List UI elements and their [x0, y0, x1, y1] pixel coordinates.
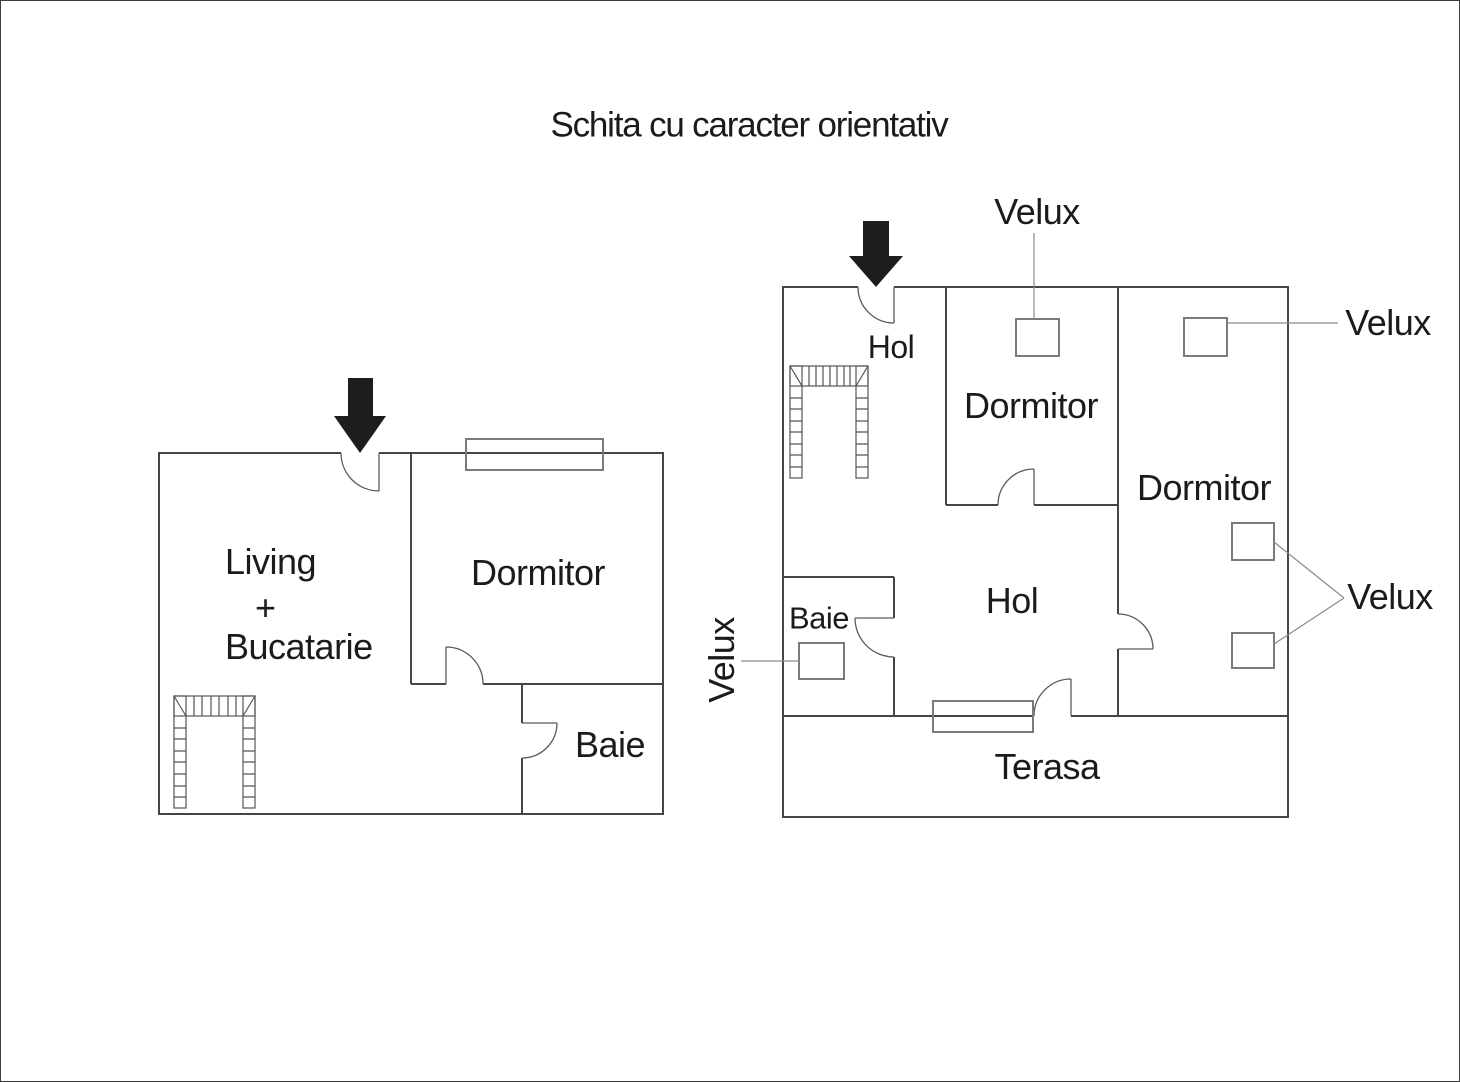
velux-window-top	[1015, 318, 1060, 357]
left-plan-window	[465, 438, 604, 471]
left-plan-dormitor-door-swing	[445, 646, 484, 685]
velux-window-baie	[798, 642, 845, 680]
page-title: Schita cu caracter orientativ	[550, 105, 948, 145]
velux-window-right-top	[1183, 317, 1228, 357]
velux-label-right-top: Velux	[1345, 302, 1431, 343]
left-plan-baie-door-swing	[521, 722, 558, 759]
room-label-baie-left-plan: Baie	[574, 724, 646, 765]
room-label-living-plus: +	[255, 587, 276, 628]
velux-window-right-upper	[1231, 522, 1275, 561]
room-label-baie-right-plan: Baie	[788, 600, 850, 636]
room-label-living: Living	[225, 541, 317, 582]
velux-label-right-mid: Velux	[1347, 576, 1433, 617]
right-plan-dormitor2-door-swing	[1117, 613, 1154, 650]
velux-window-right-lower	[1231, 632, 1275, 669]
right-plan-staircase-icon	[789, 365, 869, 479]
right-plan-terasa-door-swing	[1033, 678, 1072, 717]
velux-label-left: Velux	[701, 617, 742, 703]
right-plan-entrance-door-swing	[857, 286, 895, 324]
room-label-bucatarie: Bucatarie	[225, 626, 373, 667]
right-plan-baie-walls	[783, 576, 895, 716]
room-label-dormitor-right: Dormitor	[1136, 467, 1272, 508]
right-plan-window	[932, 700, 1034, 733]
room-label-hol-main: Hol	[985, 580, 1039, 621]
room-label-terasa: Terasa	[994, 746, 1100, 787]
right-plan-outer-walls	[782, 286, 1289, 818]
room-label-hol-entry: Hol	[867, 329, 915, 365]
right-plan-entrance-arrow-icon	[849, 221, 903, 287]
right-plan-dormitor1-door-swing	[997, 468, 1035, 506]
velux-right-mid-leader-lines	[1273, 541, 1345, 645]
room-label-dormitor-top: Dormitor	[963, 385, 1099, 426]
left-plan-staircase-icon	[173, 695, 256, 809]
right-plan-baie-door-swing	[854, 617, 895, 658]
room-label-dormitor-left-plan: Dormitor	[470, 552, 606, 593]
left-plan-outer-walls	[158, 452, 664, 815]
velux-label-top: Velux	[994, 191, 1080, 232]
left-plan-entrance-arrow-icon	[334, 378, 386, 453]
left-plan	[158, 378, 664, 815]
right-plan	[741, 221, 1345, 818]
left-plan-entrance-door-swing	[340, 452, 380, 492]
